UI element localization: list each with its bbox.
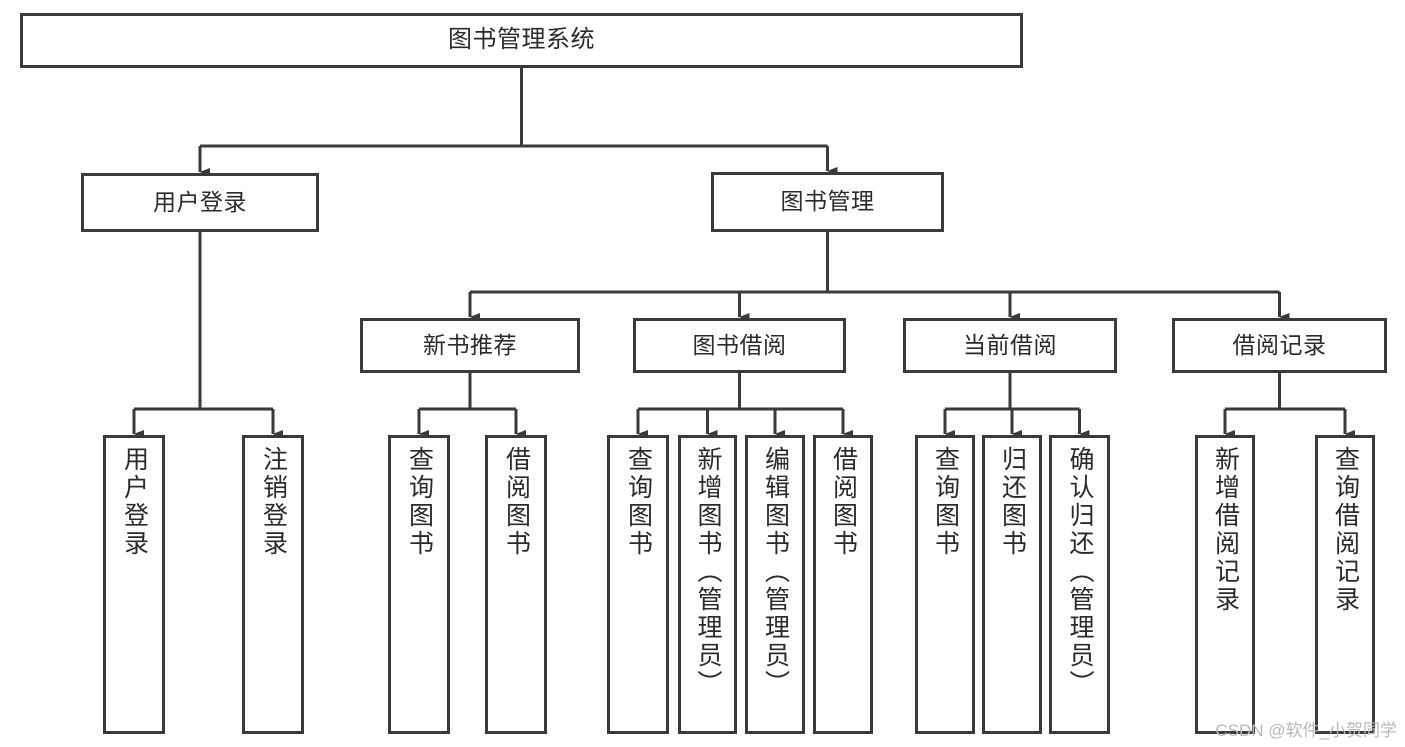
node-label: 新增借阅记录 xyxy=(1211,446,1240,614)
node-label: 图书借阅 xyxy=(692,331,787,358)
node-l5[interactable]: 查询图书 xyxy=(607,435,669,734)
node-label: 新增图书（管理员） xyxy=(694,446,722,698)
node-l1[interactable]: 用户登录 xyxy=(103,435,165,734)
node-label: 注销登录 xyxy=(259,446,288,558)
node-l4[interactable]: 借阅图书 xyxy=(485,435,547,734)
node-l12[interactable]: 新增借阅记录 xyxy=(1195,435,1255,734)
node-l9[interactable]: 查询图书 xyxy=(915,435,975,734)
node-l11[interactable]: 确认归还（管理员） xyxy=(1049,435,1110,734)
node-l13[interactable]: 查询借阅记录 xyxy=(1315,435,1375,734)
node-login[interactable]: 用户登录 xyxy=(81,173,319,232)
node-label: 借阅图书 xyxy=(829,446,858,558)
node-root[interactable]: 图书管理系统 xyxy=(20,13,1023,68)
node-l10[interactable]: 归还图书 xyxy=(982,435,1042,734)
node-label: 用户登录 xyxy=(153,188,247,215)
node-label: 用户登录 xyxy=(120,446,149,558)
node-l2[interactable]: 注销登录 xyxy=(242,435,304,734)
node-newrec[interactable]: 新书推荐 xyxy=(360,318,580,373)
node-label: 查询借阅记录 xyxy=(1331,446,1360,614)
node-label: 借阅图书 xyxy=(502,446,531,558)
node-l7[interactable]: 编辑图书（管理员） xyxy=(745,435,805,734)
node-l8[interactable]: 借阅图书 xyxy=(813,435,873,734)
node-l3[interactable]: 查询图书 xyxy=(388,435,450,734)
node-records[interactable]: 借阅记录 xyxy=(1172,318,1387,373)
node-label: 当前借阅 xyxy=(963,331,1057,358)
node-l6[interactable]: 新增图书（管理员） xyxy=(678,435,737,734)
node-label: 查询图书 xyxy=(405,446,434,558)
node-label: 借阅记录 xyxy=(1232,331,1327,358)
watermark-text: CSDN @软件_小贺同学 xyxy=(1215,721,1397,740)
node-borrow[interactable]: 图书借阅 xyxy=(633,318,846,373)
node-bookmgmt[interactable]: 图书管理 xyxy=(711,172,944,232)
node-label: 查询图书 xyxy=(624,446,653,558)
node-label: 新书推荐 xyxy=(423,331,517,358)
node-label: 图书管理 xyxy=(780,188,875,215)
node-label: 编辑图书（管理员） xyxy=(761,446,790,698)
node-label: 确认归还（管理员） xyxy=(1066,446,1094,698)
node-label: 查询图书 xyxy=(931,446,960,558)
node-current[interactable]: 当前借阅 xyxy=(903,318,1117,373)
node-label: 归还图书 xyxy=(998,446,1027,558)
node-label: 图书管理系统 xyxy=(448,26,595,54)
